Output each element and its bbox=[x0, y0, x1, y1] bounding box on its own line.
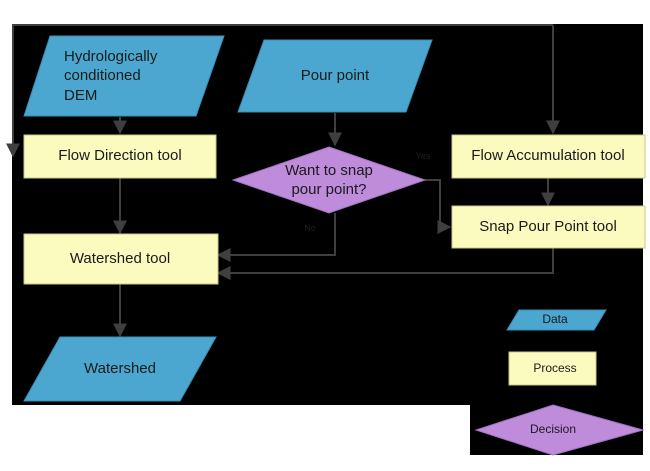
node-shape-pour-point[interactable] bbox=[237, 39, 433, 113]
connector-dem-to-flow-direction bbox=[6, 24, 553, 158]
connector-snap-to-watershed-tool bbox=[216, 248, 554, 280]
legend-shape-process bbox=[508, 351, 597, 386]
node-shape-want-to-snap[interactable] bbox=[231, 146, 427, 214]
connector-decision-yes-to-snap bbox=[425, 179, 452, 234]
connector-group bbox=[6, 24, 560, 338]
node-shape-hydro-dem[interactable] bbox=[23, 35, 225, 117]
legend-shape-data bbox=[506, 309, 607, 331]
node-shape-snap-pour-point-tool[interactable] bbox=[451, 205, 646, 249]
node-shape-watershed[interactable] bbox=[23, 336, 217, 402]
node-shape-watershed-tool[interactable] bbox=[23, 233, 219, 285]
connector-decision-no-to-watershed-tool bbox=[216, 213, 336, 262]
legend-shape-decision bbox=[474, 404, 645, 456]
node-shape-flow-direction-tool[interactable] bbox=[23, 134, 217, 179]
node-shape-flow-accumulation-tool[interactable] bbox=[451, 134, 646, 179]
